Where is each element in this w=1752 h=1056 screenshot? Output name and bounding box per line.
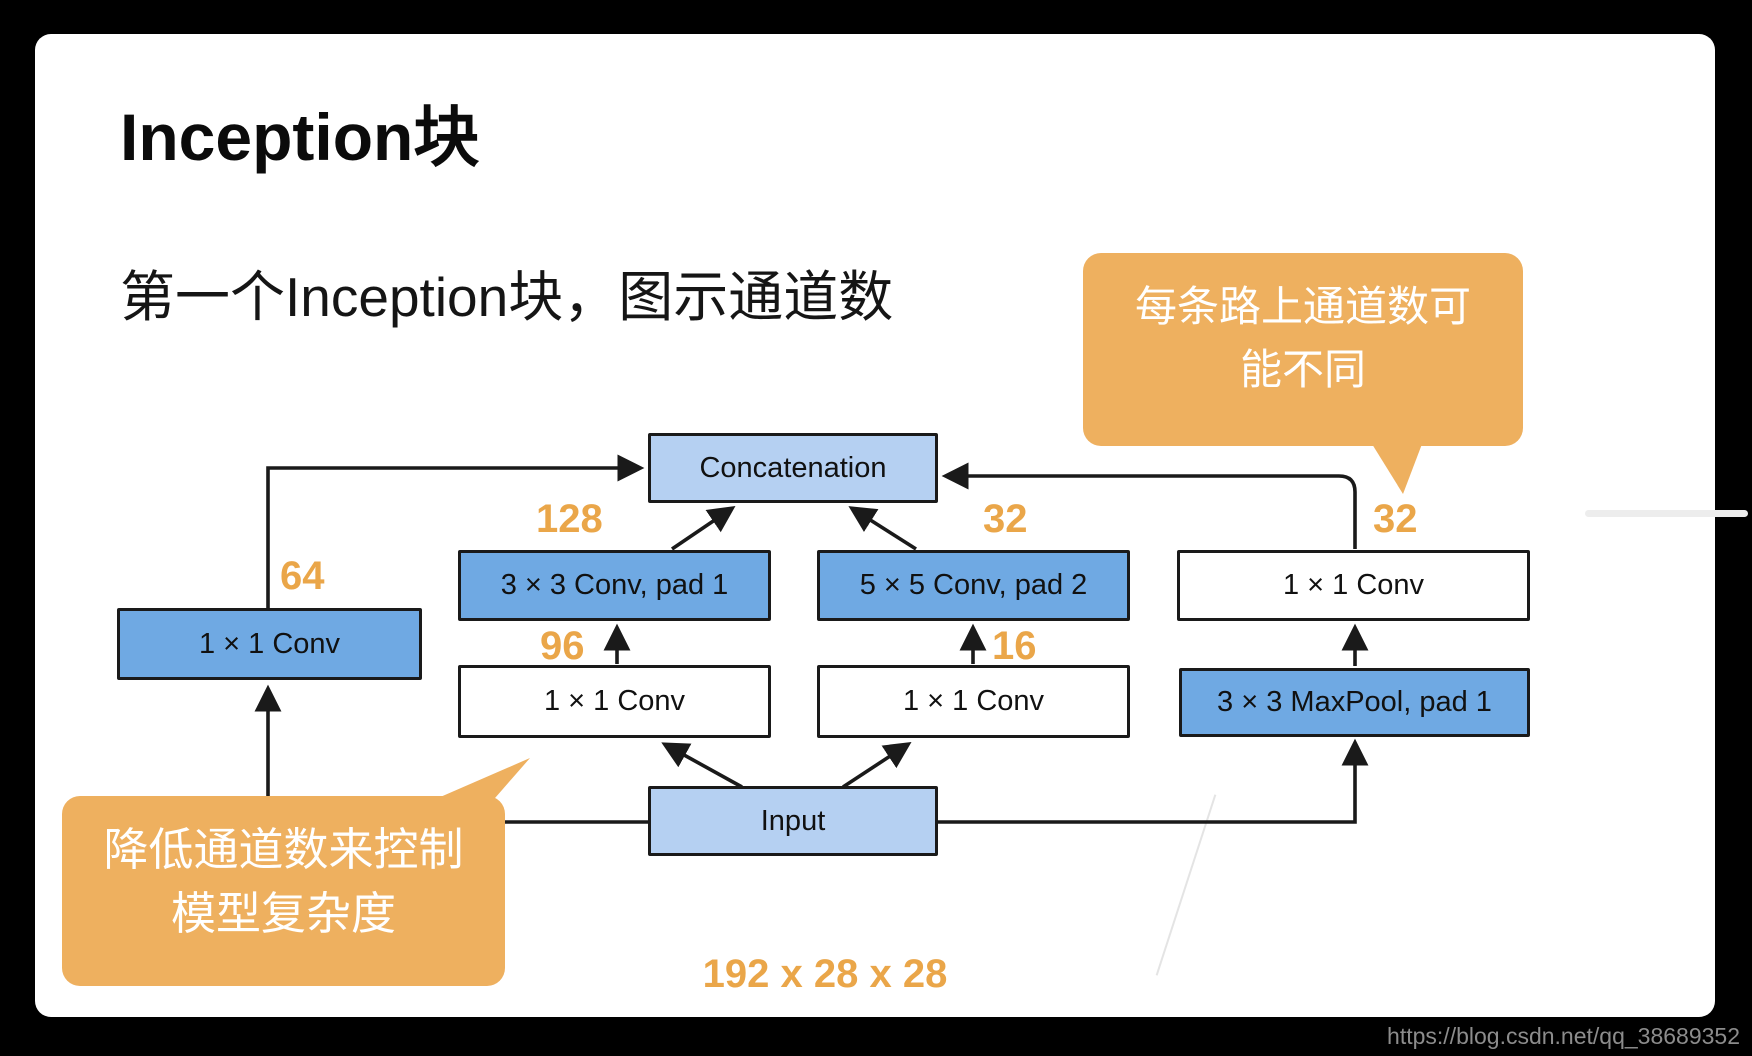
subtitle: 第一个Inception块，图示通道数	[120, 266, 894, 328]
channel-count-32-right: 32	[1373, 497, 1418, 541]
bottom-bar: https://blog.csdn.net/qq_38689352	[0, 1017, 1752, 1056]
node-mid-left-conv1x1: 1 × 1 Conv	[458, 665, 771, 738]
arrow-right-conv-to-concat	[941, 462, 1357, 549]
arrow-input-to-maxpool	[937, 738, 1369, 824]
callout-line: 能不同	[1239, 346, 1366, 393]
node-right-conv1x1: 1 × 1 Conv	[1177, 550, 1530, 621]
channel-count-128: 128	[536, 497, 603, 541]
page-title: Inception块	[120, 100, 480, 174]
node-left-conv1x1: 1 × 1 Conv	[117, 608, 422, 680]
channel-count-16: 16	[992, 624, 1037, 668]
callout-line: 每条路上通道数可	[1134, 283, 1471, 330]
node-mid-right-conv1x1: 1 × 1 Conv	[817, 665, 1130, 738]
arrow-input-to-mid-right-conv	[842, 742, 912, 789]
callout-channels-may-differ: 每条路上通道数可 能不同	[1083, 253, 1523, 446]
callout-line: 模型复杂度	[170, 887, 396, 939]
input-dimension-label: 192 x 28 x 28	[702, 952, 948, 996]
arrow-input-to-mid-left-conv	[661, 742, 743, 789]
arrow-conv5-to-concat	[848, 506, 917, 551]
callout-line: 降低通道数来控制	[103, 824, 464, 875]
slide-edge-strip	[1585, 510, 1748, 517]
arrow-conv3-to-concat	[670, 505, 736, 551]
node-input: Input	[648, 786, 938, 856]
node-maxpool: 3 × 3 MaxPool, pad 1	[1179, 668, 1530, 737]
node-conv3x3: 3 × 3 Conv, pad 1	[458, 550, 771, 621]
channel-count-32-conv5: 32	[983, 497, 1028, 541]
node-conv5x5: 5 × 5 Conv, pad 2	[817, 550, 1130, 621]
channel-count-64: 64	[280, 554, 325, 598]
arrow-left-conv-to-concat	[266, 454, 645, 608]
channel-count-96: 96	[540, 624, 585, 668]
callout-reduce-channels: 降低通道数来控制 模型复杂度	[62, 796, 505, 986]
node-concatenation: Concatenation	[648, 433, 938, 503]
watermark-url: https://blog.csdn.net/qq_38689352	[1387, 1023, 1740, 1049]
